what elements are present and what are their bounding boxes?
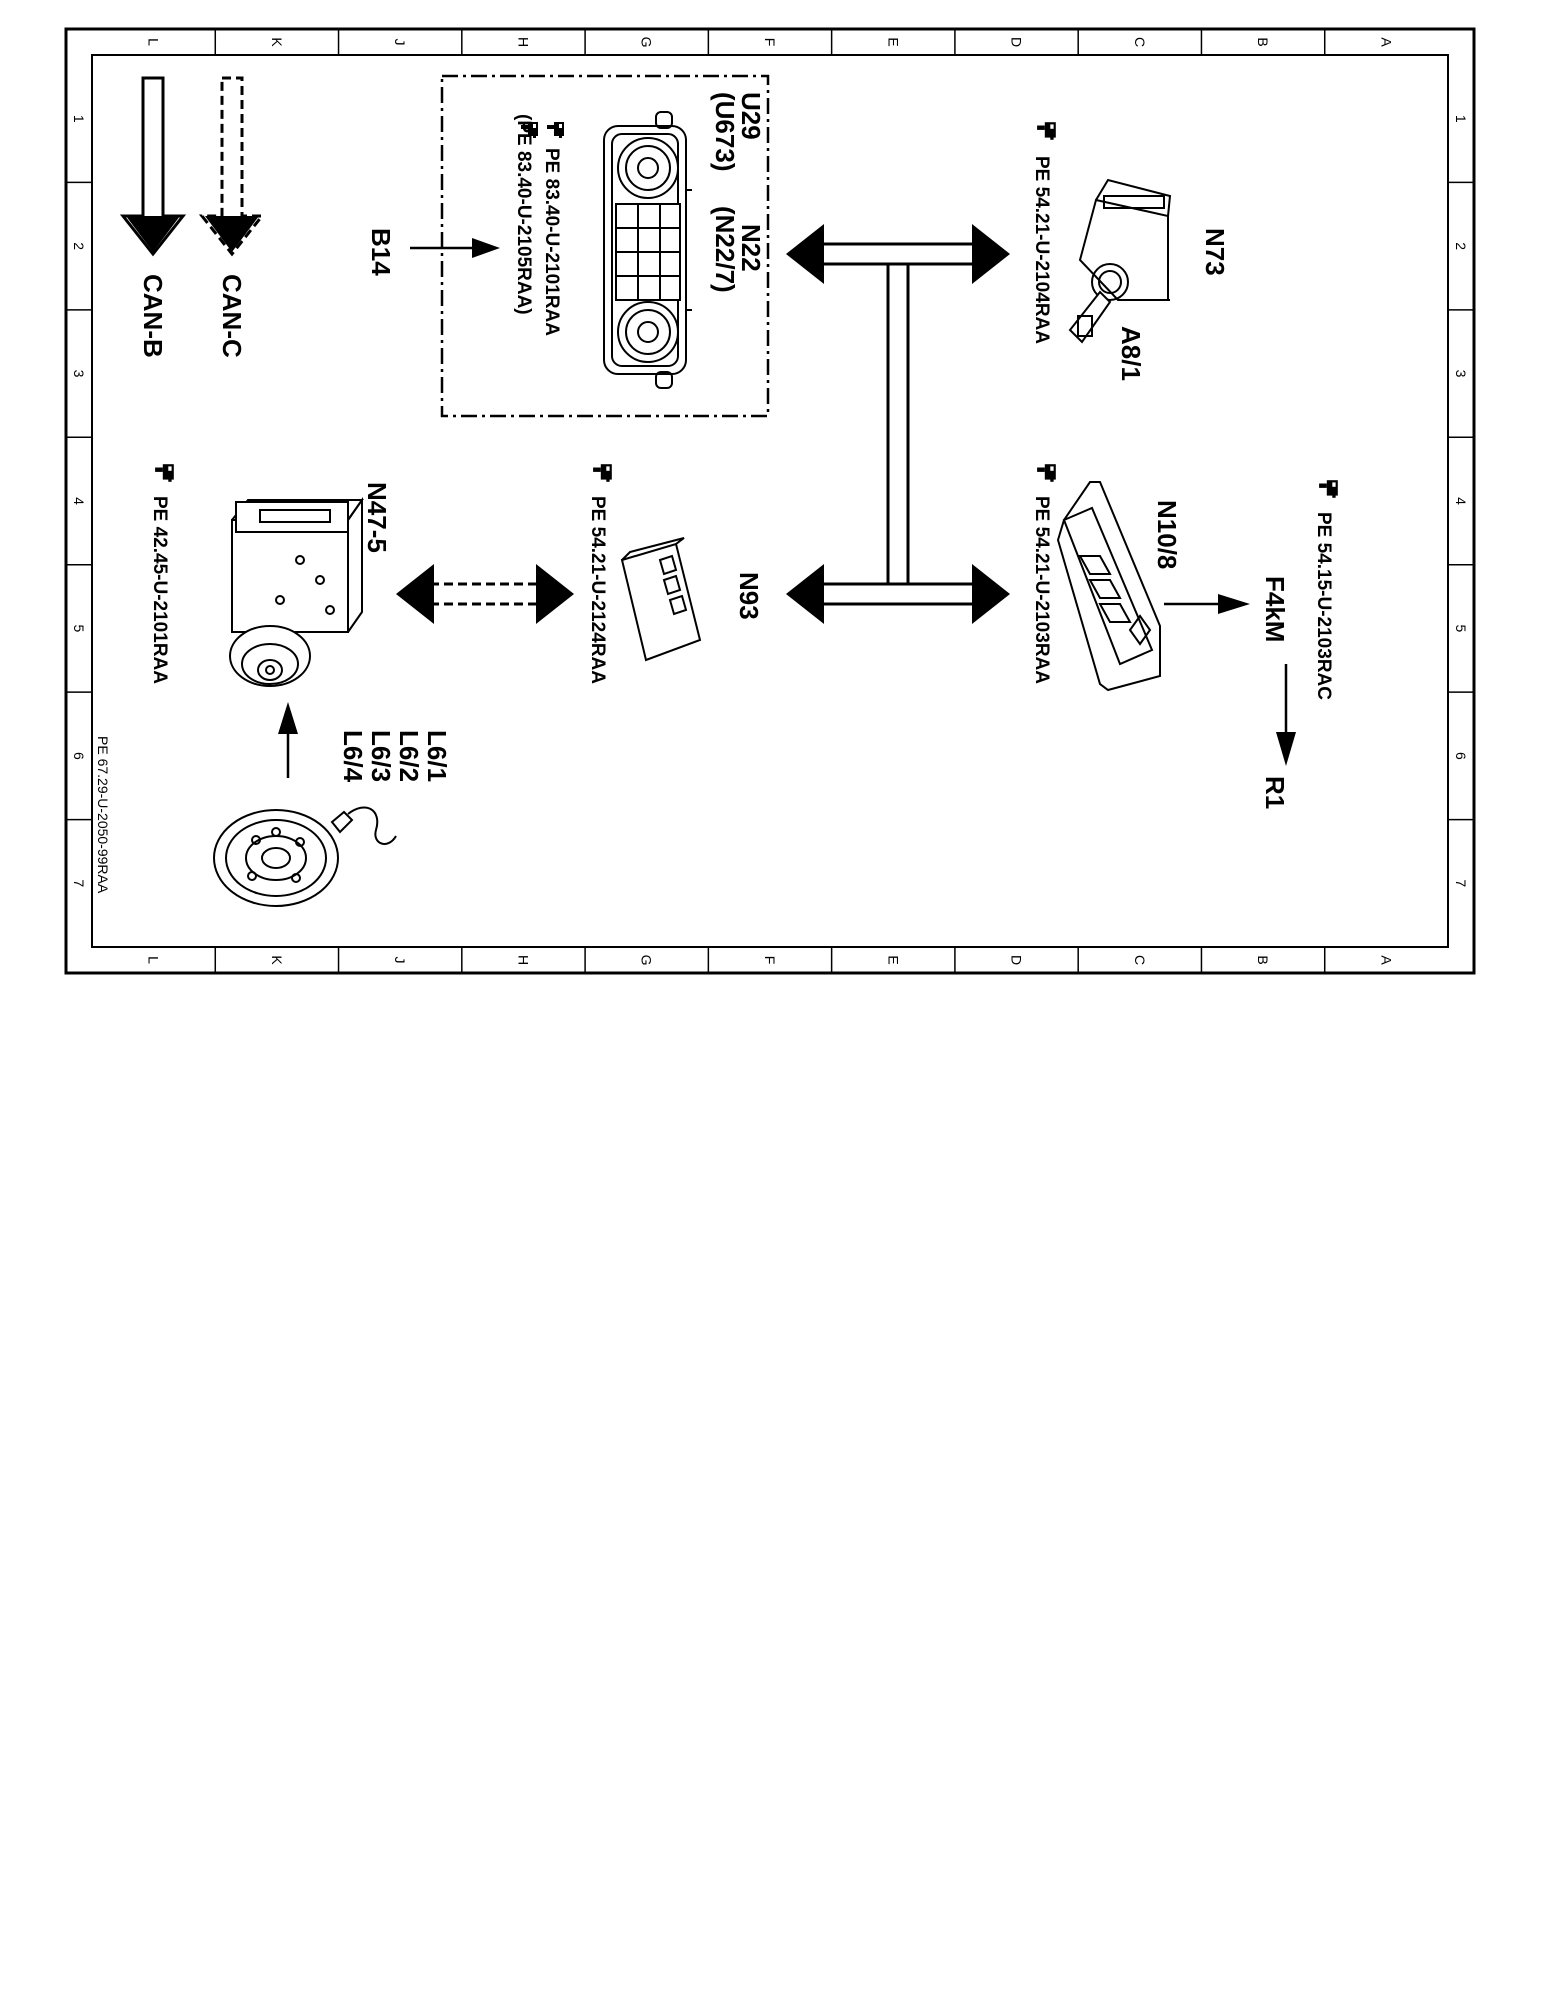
legend-can-c: CAN-C (198, 76, 266, 358)
grid-column-label: C (1132, 37, 1148, 47)
bus-arrow-n73 (972, 224, 1010, 284)
grid-column-label: L (146, 38, 162, 46)
grid-row-label: 5 (1453, 625, 1469, 633)
n73-code: N73 (1200, 228, 1230, 276)
n10-8-to-f4km-arrow (1218, 594, 1250, 614)
n22-pe-ref: PE 83.40-U-2101RAA (541, 148, 562, 336)
f4km-pe-ref: PE 54.15-U-2103RAC (1313, 512, 1334, 700)
grid-row-label: 1 (1453, 115, 1469, 123)
u29-alt: (U673) (710, 92, 740, 171)
u29-boundary (440, 74, 770, 418)
grid-row-label: 4 (71, 497, 87, 505)
grid-row-label: 2 (71, 242, 87, 250)
can-b-bus (818, 242, 976, 606)
a8-1-code: A8/1 (1116, 326, 1146, 381)
legend-can-b: CAN-B (119, 76, 187, 358)
n93-pe-ref: PE 54.21-U-2124RAA (587, 496, 608, 684)
b14-code: B14 (366, 228, 396, 276)
grid-row-label: 6 (1453, 752, 1469, 760)
bus-arrow-n93 (786, 564, 824, 624)
can-c-arrow-n47 (396, 564, 434, 624)
grid-column-label: E (885, 37, 901, 46)
n10-8-pe-ref: PE 54.21-U-2103RAA (1031, 496, 1052, 684)
l6-2-label: L6/2 (394, 730, 424, 782)
grid-column-label: H (515, 37, 531, 47)
grid-column-label: G (639, 955, 655, 966)
grid-column-label: A (1378, 37, 1394, 47)
ignition-switch-image (1068, 178, 1172, 344)
f4km-to-r1-arrow (1276, 732, 1296, 766)
legend-can-b-label: CAN-B (138, 274, 168, 358)
grid-column-label: H (515, 955, 531, 965)
grid-row-label: 6 (71, 752, 87, 760)
document-reference: PE 67.29-U-2050-99RAA (95, 736, 111, 894)
grid-column-label: J (392, 39, 408, 46)
can-c-link (430, 582, 540, 606)
grid-column-label: B (1255, 37, 1271, 46)
r1-code: R1 (1260, 776, 1290, 809)
legend-can-c-label: CAN-C (217, 274, 247, 358)
b14-arrow (472, 238, 500, 258)
sensor-to-esp-arrow (278, 702, 298, 734)
l6-1-label: L6/1 (422, 730, 452, 782)
can-c-arrow-n93 (536, 564, 574, 624)
grid-column-label: K (269, 955, 285, 965)
u29-code: U29 (736, 92, 766, 140)
grid-row-label: 1 (71, 115, 87, 123)
bus-arrow-n22 (786, 224, 824, 284)
n47-5-pe-ref: PE 42.45-U-2101RAA (149, 496, 170, 684)
grid-column-label: D (1009, 37, 1025, 47)
n93-code: N93 (734, 572, 764, 620)
climate-control-panel-image (603, 111, 692, 389)
l6-4-label: L6/4 (338, 730, 368, 783)
grid-ticks (66, 29, 1474, 973)
n22-code: N22 (736, 224, 766, 272)
n47-5-code: N47-5 (362, 482, 392, 553)
outer-frame (64, 27, 1476, 975)
grid-row-label: 5 (71, 625, 87, 633)
grid-column-label: D (1009, 955, 1025, 965)
grid-column-label: E (885, 955, 901, 964)
rotated-content: CAN-C CAN-B U29 (U673) N22 (N22/7) PE (95, 74, 1338, 907)
f4km-code: F4kM (1260, 576, 1290, 642)
grid-labels: L L K K J J H H G G F F E E D D C C B B A A 1 1 2 2 3 3 4 4 5 5 6 6 7 7 (71, 37, 1469, 966)
n22-pe-ref-alt: (PE 83.40-U-2105RAA) (513, 114, 534, 315)
esp-hydraulic-unit-image (229, 496, 364, 687)
inner-frame (91, 54, 1449, 948)
legend-can-c-arrow (198, 76, 266, 257)
n73-pe-ref: PE 54.21-U-2104RAA (1031, 156, 1052, 344)
brake-disc-sensor-image (213, 806, 397, 907)
n93-module-image (620, 537, 702, 662)
grid-row-label: 3 (1453, 370, 1469, 378)
grid-column-label: L (146, 956, 162, 964)
grid-row-label: 2 (1453, 242, 1469, 250)
grid-column-label: A (1378, 955, 1394, 965)
grid-column-label: J (392, 957, 408, 964)
grid-column-label: F (762, 38, 778, 47)
grid-column-label: B (1255, 955, 1271, 964)
sam-module-image (1056, 481, 1161, 692)
grid-column-label: G (639, 37, 655, 48)
grid-column-label: F (762, 956, 778, 965)
grid-column-label: C (1132, 955, 1148, 965)
grid-row-label: 4 (1453, 497, 1469, 505)
n10-8-code: N10/8 (1152, 500, 1182, 569)
bus-arrow-n10-8 (972, 564, 1010, 624)
grid-column-label: K (269, 37, 285, 47)
n22-alt: (N22/7) (710, 206, 740, 293)
grid-row-label: 7 (1453, 879, 1469, 887)
l6-3-label: L6/3 (366, 730, 396, 782)
grid-row-label: 3 (71, 370, 87, 378)
grid-row-label: 7 (71, 879, 87, 887)
